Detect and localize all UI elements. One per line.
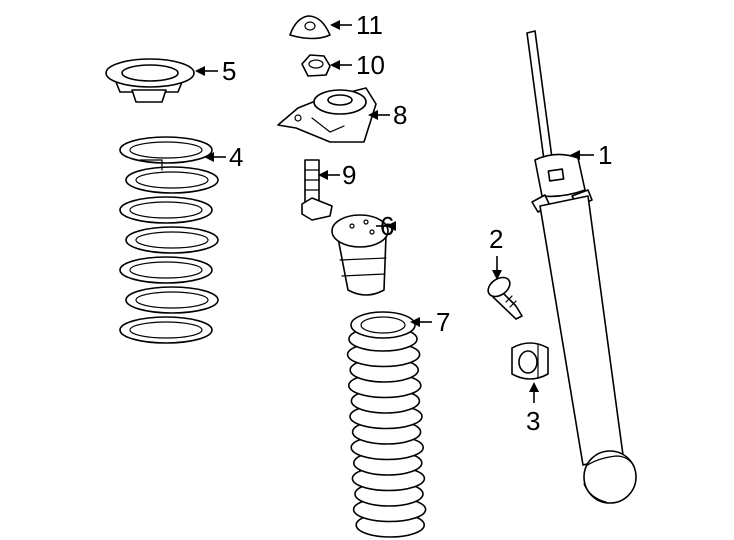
spring-seat	[105, 58, 195, 103]
coil-spring	[119, 136, 219, 344]
spring-coil-turn	[125, 166, 219, 194]
cap	[289, 15, 331, 40]
callout-number: 5	[222, 56, 236, 86]
lower-bolt	[487, 276, 523, 320]
callout-8: 8	[368, 100, 407, 130]
shock-absorber	[526, 30, 637, 504]
callout-3: 3	[526, 382, 540, 436]
callout-number: 2	[489, 224, 503, 254]
callout-number: 7	[436, 307, 450, 337]
bushing	[511, 342, 549, 380]
spring-coil-inner	[129, 261, 203, 279]
callout-10: 10	[330, 50, 385, 80]
callout-4: 4	[204, 142, 243, 172]
callout-number: 1	[598, 140, 612, 170]
callout-number: 9	[342, 160, 356, 190]
spring-coil-inner	[129, 201, 203, 219]
boot-top-opening	[360, 316, 406, 334]
spring-coil-turn	[119, 136, 213, 164]
dust-boot	[346, 311, 427, 538]
nut	[301, 54, 331, 77]
spring-coil-turn	[125, 286, 219, 314]
callout-number: 8	[393, 100, 407, 130]
spring-coil-inner	[135, 291, 209, 309]
spring-coil-turn	[119, 196, 213, 224]
spring-coil-inner	[129, 321, 203, 339]
spring-coil-turn	[119, 316, 213, 344]
callout-number: 10	[356, 50, 385, 80]
spring-end-flat	[139, 159, 163, 171]
callout-number: 6	[380, 211, 394, 241]
callout-9: 9	[318, 160, 356, 190]
callout-5: 5	[195, 56, 236, 86]
upper-mount	[277, 87, 377, 143]
mount-bolt	[301, 159, 333, 221]
callout-11: 11	[330, 10, 383, 40]
callout-2: 2	[489, 224, 503, 280]
spring-coil-turn	[119, 256, 213, 284]
spring-coil-inner	[135, 171, 209, 189]
callout-6: 6	[376, 211, 396, 241]
callout-number: 4	[229, 142, 243, 172]
callout-number: 3	[526, 406, 540, 436]
callout-7: 7	[410, 307, 450, 337]
callout-number: 11	[356, 10, 383, 40]
spring-coil-inner	[129, 141, 203, 159]
spring-coil-turn	[125, 226, 219, 254]
boot-top-ring	[350, 311, 416, 339]
callout-1: 1	[570, 140, 612, 170]
bump-stop	[331, 214, 389, 296]
spring-coil-inner	[135, 231, 209, 249]
